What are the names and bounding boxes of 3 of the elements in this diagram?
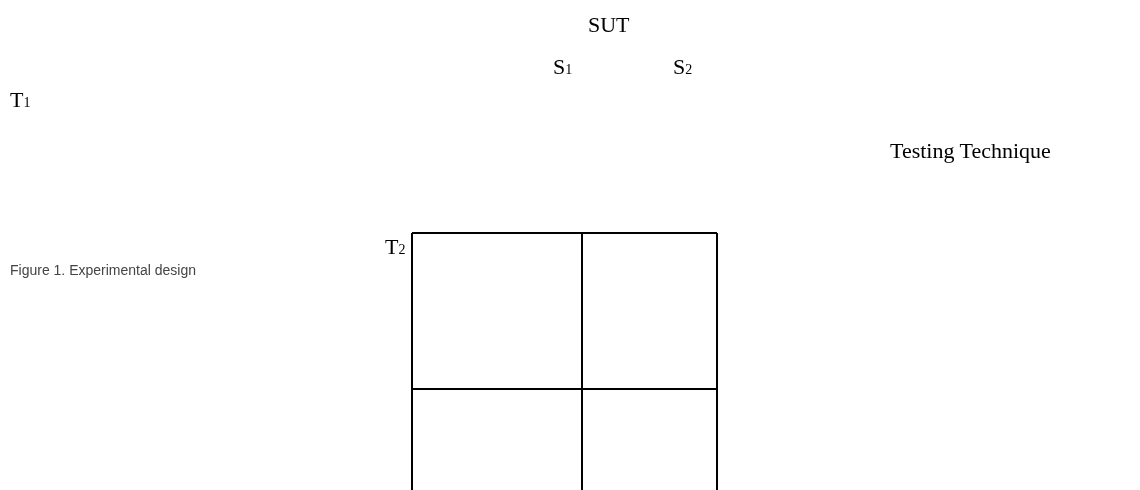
- figure-caption: Figure 1. Experimental design: [10, 262, 196, 278]
- diagram-label: SUT: [588, 14, 630, 36]
- axis-label: Testing Technique: [890, 140, 1051, 162]
